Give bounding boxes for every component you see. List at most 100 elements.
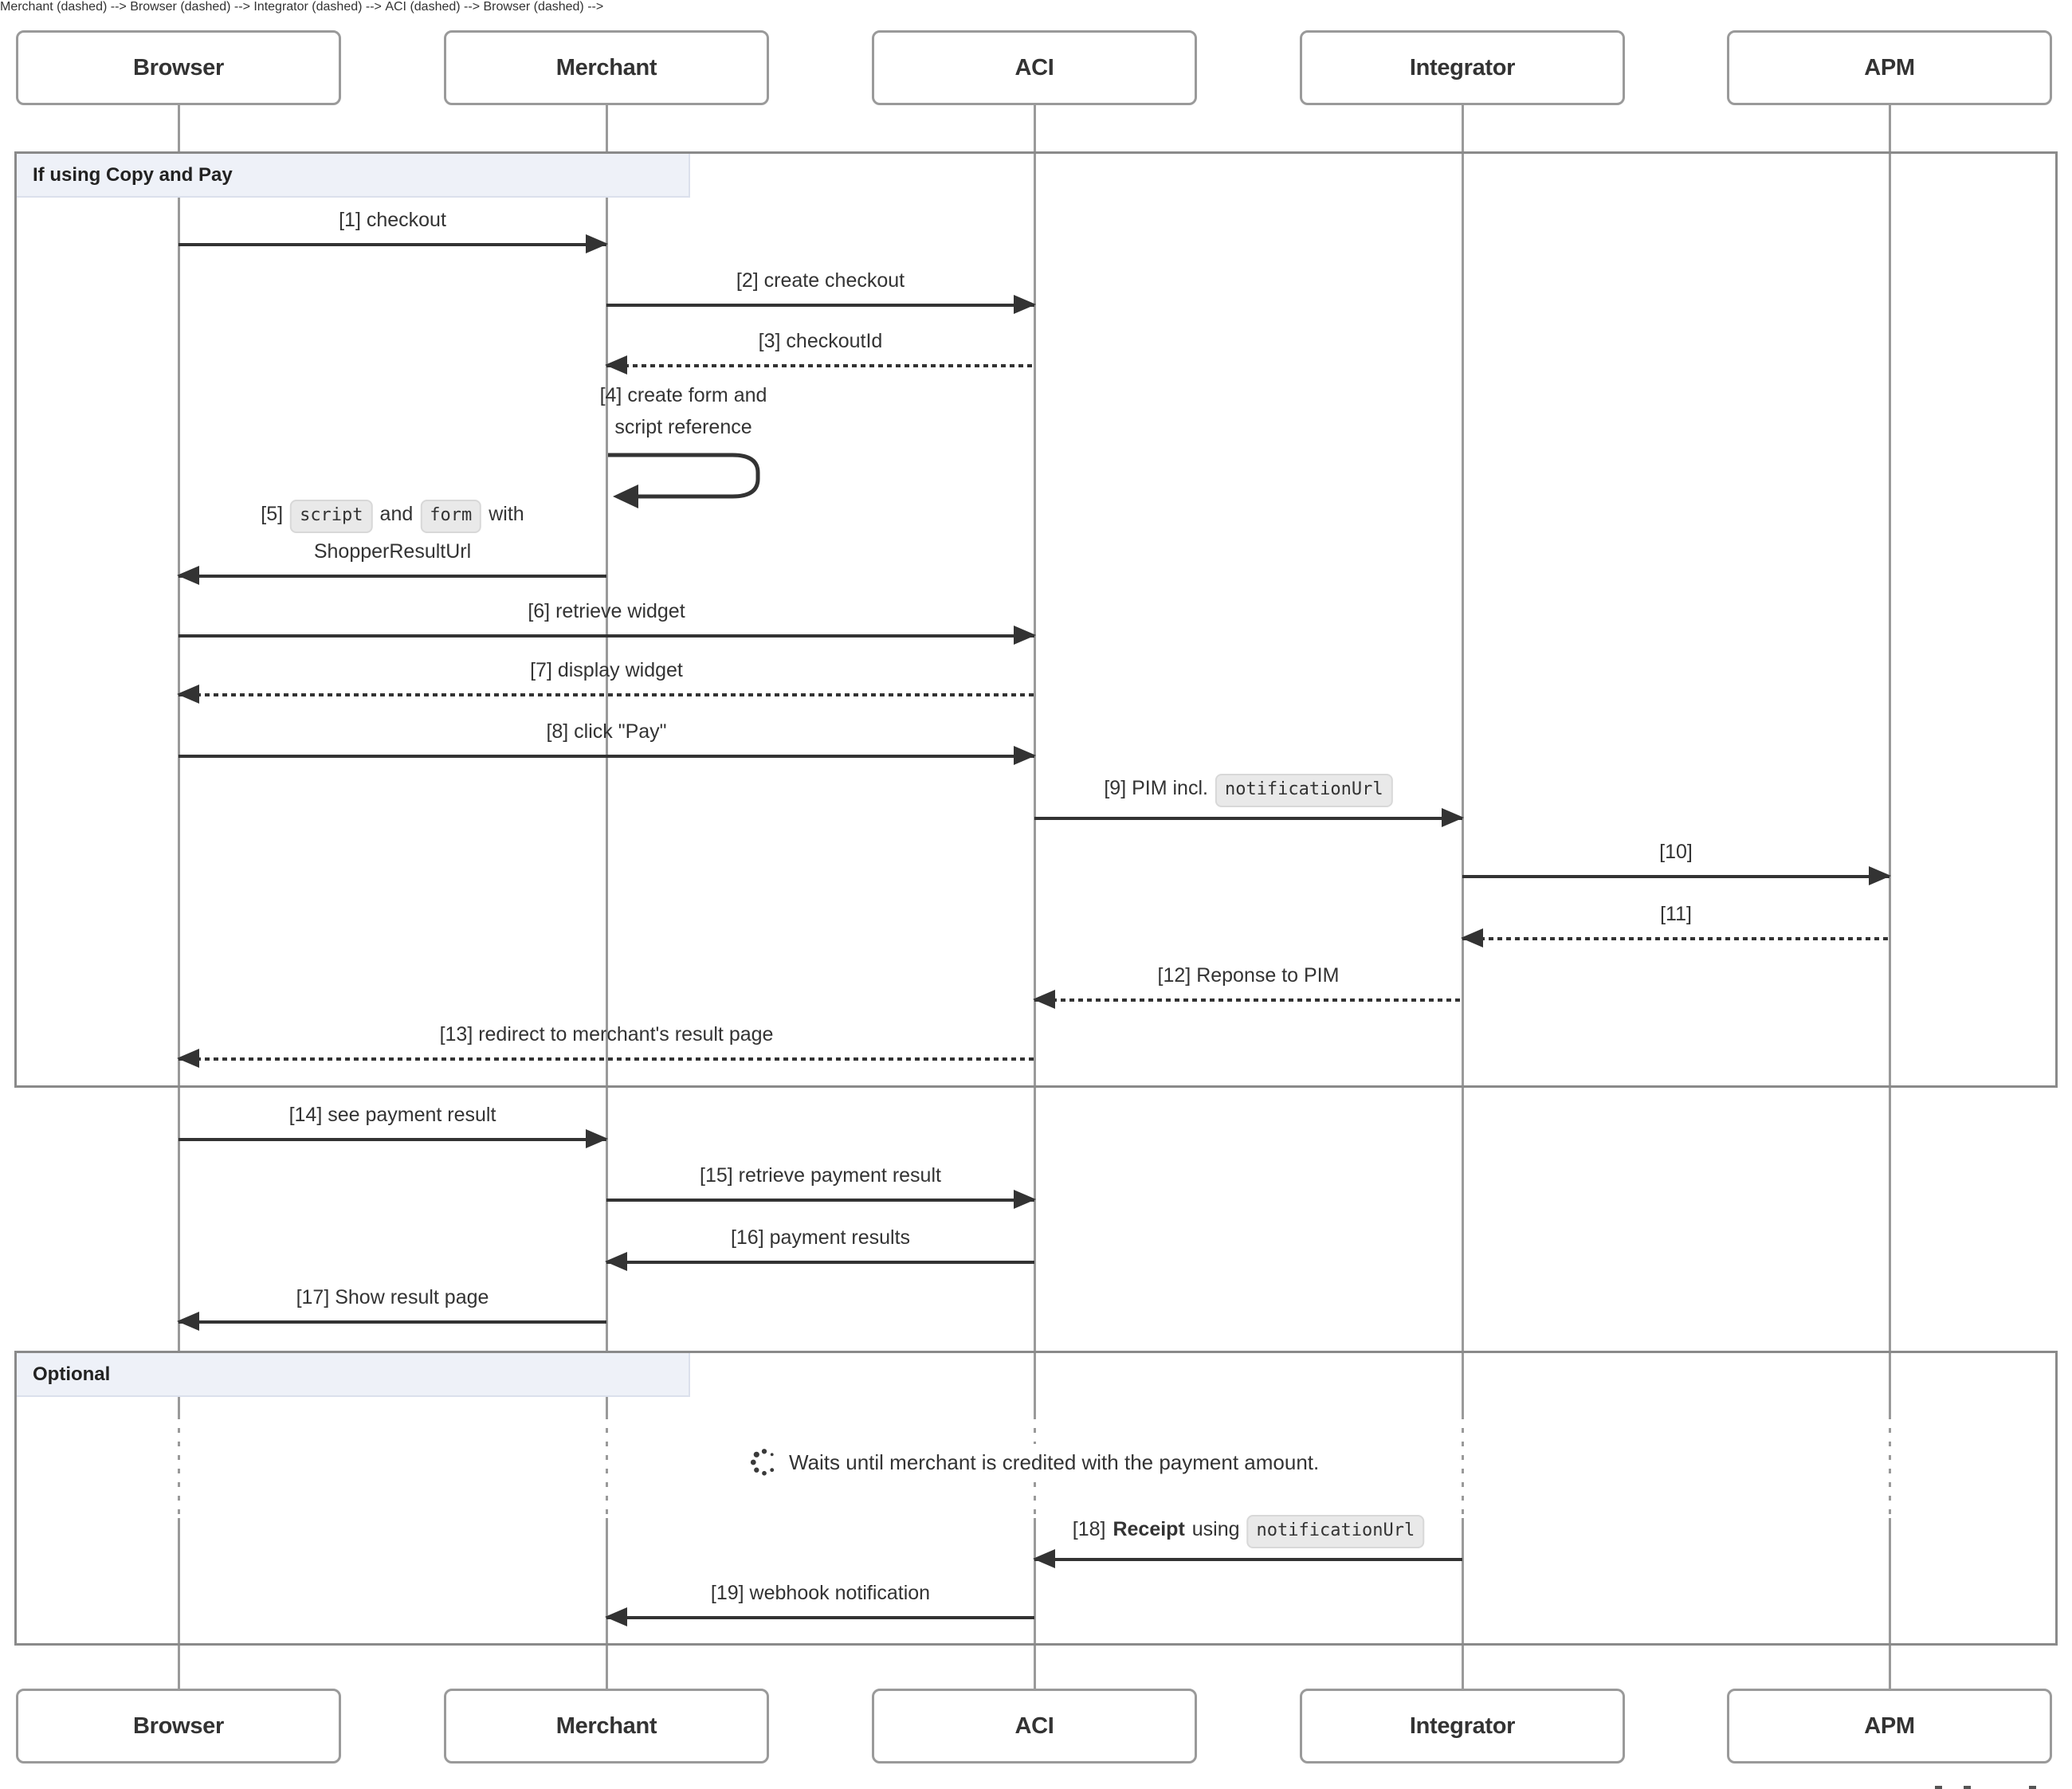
message-18-arrow [1034, 1558, 1462, 1561]
frame-copy-and-pay: If using Copy and Pay [14, 151, 2058, 1088]
message-7-label: [7] display widget [530, 659, 683, 681]
message-1-arrow [179, 243, 606, 246]
actor-label: APM [1864, 54, 1915, 80]
message-13-label: [13] redirect to merchant's result page [439, 1023, 774, 1046]
message-18-label: [18] Receipt using notificationUrl [1073, 1515, 1425, 1548]
wait-note-text: Waits until merchant is credited with th… [789, 1450, 1320, 1474]
actor-label: Integrator [1409, 54, 1516, 80]
message-14-arrow [179, 1138, 606, 1141]
actor-aci-bottom: ACI [872, 1689, 1197, 1763]
message-10-arrow [1462, 875, 1890, 878]
message-13-arrow [179, 1057, 1034, 1061]
message-5-num: [5] [261, 503, 284, 525]
self-loop-arrow [608, 453, 760, 508]
message-8-arrow [179, 755, 1034, 758]
lifeline-apm-dotted [1888, 1414, 1891, 1518]
arrowhead-left-icon [177, 1049, 199, 1068]
arrowhead-right-icon [1014, 1190, 1036, 1209]
actor-merchant-bottom: Merchant [444, 1689, 769, 1763]
lifeline-apm [1888, 105, 1891, 1414]
message-15-label: [15] retrieve payment result [700, 1164, 941, 1187]
message-4-label: [4] create form and script reference [600, 382, 767, 441]
arrowhead-left-icon [605, 1252, 627, 1271]
message-5-arrow [179, 575, 606, 578]
lifeline-merchant-lower [605, 1518, 608, 1689]
code-chip-form: form [420, 500, 482, 533]
message-16-label: [16] payment results [730, 1226, 911, 1249]
frame-label-text: If using Copy and Pay [33, 163, 233, 186]
message-17-arrow [179, 1320, 606, 1324]
frame-copy-and-pay-label: If using Copy and Pay [17, 154, 690, 198]
arrowhead-left-icon [177, 685, 199, 704]
actor-apm-top: APM [1727, 30, 2052, 105]
message-2-label: [2] create checkout [736, 269, 905, 292]
clipped-caption-fragment [1935, 1786, 1942, 1789]
lifeline-browser [177, 105, 180, 1414]
message-4-line2: script reference [614, 416, 752, 438]
lifeline-integrator-lower [1461, 1518, 1464, 1689]
message-9-arrow [1034, 817, 1462, 820]
actor-label: APM [1864, 1712, 1915, 1739]
actor-browser-top: Browser [16, 30, 341, 105]
code-chip-notificationurl: notificationUrl [1215, 774, 1393, 807]
message-4-line1: [4] create form and [599, 384, 767, 406]
arrowhead-right-icon [1014, 295, 1036, 314]
actor-label: Merchant [555, 1712, 657, 1739]
message-6-arrow [179, 634, 1034, 638]
arrowhead-right-icon [1014, 626, 1036, 645]
lifeline-integrator [1461, 105, 1464, 1414]
arrowhead-left-icon [605, 355, 627, 375]
arrowhead-left-icon [177, 566, 199, 585]
message-9-prefix: [9] PIM incl. [1104, 777, 1208, 799]
message-8-label: [8] click "Pay" [546, 720, 667, 743]
message-17-label: [17] Show result page [296, 1286, 489, 1308]
message-3-arrow [606, 364, 1034, 367]
arrowhead-left-icon [1033, 990, 1055, 1009]
clipped-caption-fragment [1964, 1786, 1971, 1789]
wait-note: Waits until merchant is credited with th… [741, 1444, 1328, 1481]
actor-label: Integrator [1409, 1712, 1516, 1739]
actor-merchant-top: Merchant [444, 30, 769, 105]
lifeline-browser-dotted [177, 1414, 180, 1518]
spinner-icon [750, 1449, 775, 1476]
actor-aci-top: ACI [872, 30, 1197, 105]
arrowhead-right-icon [1014, 746, 1036, 765]
message-5-with: with [489, 503, 524, 525]
message-11-label: [11] [1660, 903, 1692, 925]
message-18-using: using [1191, 1518, 1240, 1540]
message-1-label: [1] checkout [339, 209, 446, 231]
arrowhead-right-icon [1442, 808, 1464, 827]
actor-label: Merchant [555, 54, 657, 80]
code-chip-notificationurl: notificationUrl [1246, 1515, 1425, 1548]
actor-label: ACI [1014, 1712, 1054, 1739]
frame-optional-label: Optional [17, 1353, 690, 1397]
message-5-label: [5] script and form with ShopperResultUr… [261, 500, 524, 565]
actor-label: ACI [1014, 54, 1054, 80]
arrowhead-right-icon [586, 234, 608, 253]
message-2-arrow [606, 304, 1034, 307]
message-12-label: [12] Reponse to PIM [1157, 964, 1340, 987]
message-10-label: [10] [1659, 841, 1693, 863]
message-5-line2: ShopperResultUrl [313, 540, 472, 563]
actor-apm-bottom: APM [1727, 1689, 2052, 1763]
message-19-arrow [606, 1616, 1034, 1619]
message-11-arrow [1462, 937, 1890, 940]
message-7-arrow [179, 693, 1034, 696]
lifeline-aci-lower [1033, 1518, 1036, 1689]
frame-optional: Optional [14, 1351, 2058, 1646]
arrowhead-left-icon [605, 1607, 627, 1626]
arrowhead-left-icon [177, 1312, 199, 1331]
actor-browser-bottom: Browser [16, 1689, 341, 1763]
actor-label: Browser [133, 1712, 224, 1739]
lifeline-integrator-dotted [1461, 1414, 1464, 1518]
message-6-label: [6] retrieve widget [528, 600, 685, 622]
message-14-label: [14] see payment result [288, 1104, 496, 1126]
message-19-label: [19] webhook notification [710, 1582, 931, 1604]
message-3-label: [3] checkoutId [758, 330, 883, 352]
message-16-arrow [606, 1261, 1034, 1264]
actor-integrator-top: Integrator [1300, 30, 1625, 105]
frame-label-text: Optional [33, 1363, 111, 1385]
actor-label: Browser [133, 54, 224, 80]
message-5-and: and [379, 503, 414, 525]
code-chip-script: script [290, 500, 373, 533]
